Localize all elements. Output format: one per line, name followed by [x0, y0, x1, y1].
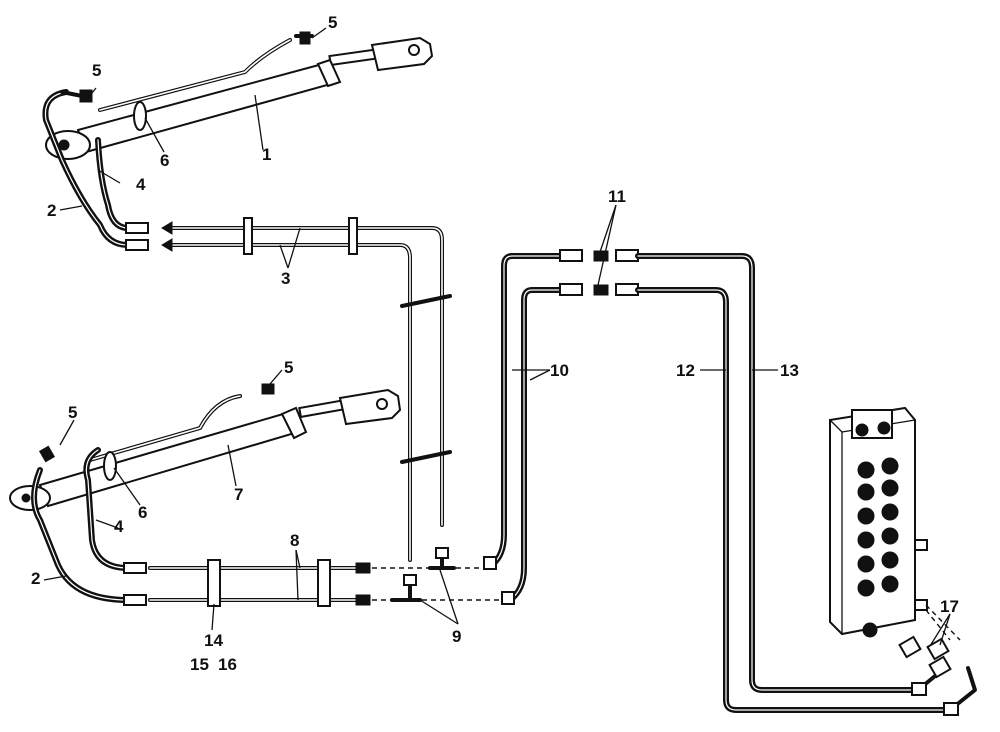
callout-labels: 1 2 2 3 4 4 5 5 5 5 6 6 7 8 9 10 11 12 1… [31, 13, 959, 674]
callout-3: 3 [281, 269, 290, 288]
pipes-3 [161, 217, 452, 562]
callout-15: 15 [190, 655, 209, 674]
callout-6-bottom: 6 [138, 503, 147, 522]
hoses-10 [483, 249, 583, 605]
top-hoses [42, 31, 314, 251]
callout-14: 14 [204, 631, 223, 650]
bottom-cylinder [9, 388, 402, 511]
callout-5-bottom-left: 5 [68, 403, 77, 422]
control-valve [829, 406, 961, 641]
callout-1: 1 [262, 145, 271, 164]
callout-9: 9 [452, 627, 461, 646]
callout-16: 16 [218, 655, 237, 674]
callout-2-top: 2 [47, 201, 56, 220]
callout-5-top-left: 5 [92, 61, 101, 80]
callout-5-top-right: 5 [328, 13, 337, 32]
callout-17: 17 [940, 597, 959, 616]
callout-5-bottom-right: 5 [284, 358, 293, 377]
callout-11: 11 [608, 187, 626, 206]
callout-12: 12 [676, 361, 695, 380]
callout-10: 10 [550, 361, 569, 380]
fittings-17 [898, 635, 952, 679]
pipes-8 [148, 559, 430, 607]
callout-2-bottom: 2 [31, 569, 40, 588]
callout-4-top: 4 [136, 175, 146, 194]
leader-lines [43, 27, 951, 647]
callout-13: 13 [780, 361, 799, 380]
hoses-12-13 [635, 253, 977, 716]
callout-7: 7 [234, 485, 243, 504]
callout-6-top: 6 [160, 151, 169, 170]
bottom-hoses [31, 383, 275, 606]
callout-4-bottom: 4 [114, 517, 124, 536]
callout-8: 8 [290, 531, 299, 550]
top-cylinder [45, 36, 434, 160]
